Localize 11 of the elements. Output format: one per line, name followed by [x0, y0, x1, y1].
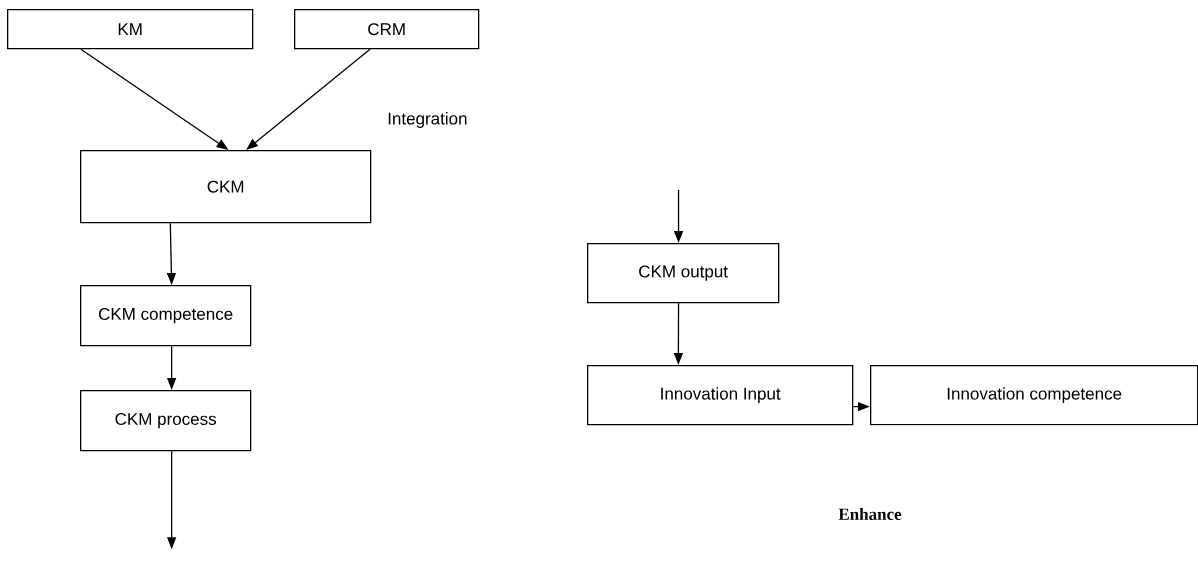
arrow: [246, 48, 371, 150]
text-label: Enhance: [838, 508, 902, 520]
process-box: Innovation competence: [870, 365, 1198, 426]
process-box: CKM competence: [80, 285, 252, 347]
process-box: CKM output: [587, 243, 780, 304]
text-label: Integration: [388, 112, 467, 128]
process-box: CKM: [80, 150, 372, 224]
process-box: CKM process: [80, 390, 252, 452]
process-box: Innovation Input: [587, 365, 854, 426]
process-box: CRM: [294, 9, 480, 50]
process-box: KM: [7, 9, 254, 50]
